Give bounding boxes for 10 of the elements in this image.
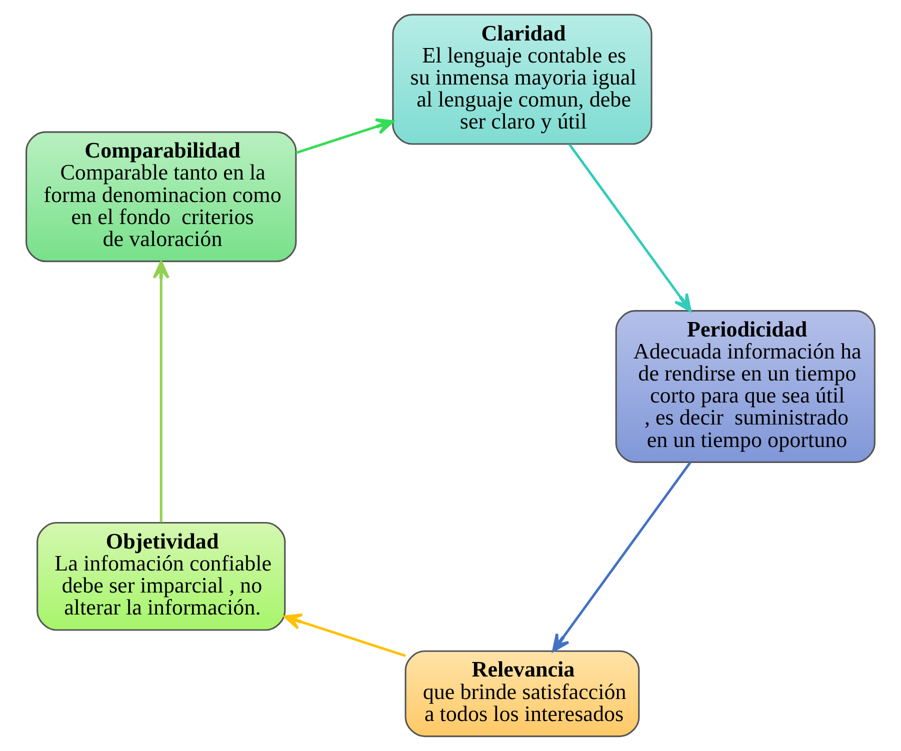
arrow: [568, 144, 692, 312]
node-box: Comparabilidad Comparable tanto en la forma denominacion como en el fondo criterios de valoración: [26, 131, 297, 262]
node-box: Objetividad La infomación confiable debe ser imparcial , no alterar la información.: [36, 522, 286, 631]
node-box: Claridad El lenguaje contable es su inmensa mayoria igual al lenguaje comun, debe ser claro y útil: [392, 14, 652, 145]
arrow: [552, 462, 692, 652]
node-box: Periodicidad Adecuada información ha de rendirse en un tiempo corto para que sea útil , es decir suministrado en un tiempo oportuno: [615, 310, 876, 463]
arrow: [152, 260, 170, 522]
arrow: [296, 118, 394, 154]
arrow: [284, 613, 406, 657]
node-box: Relevancia que brinde satisfacción a todos los interesados: [404, 650, 640, 738]
